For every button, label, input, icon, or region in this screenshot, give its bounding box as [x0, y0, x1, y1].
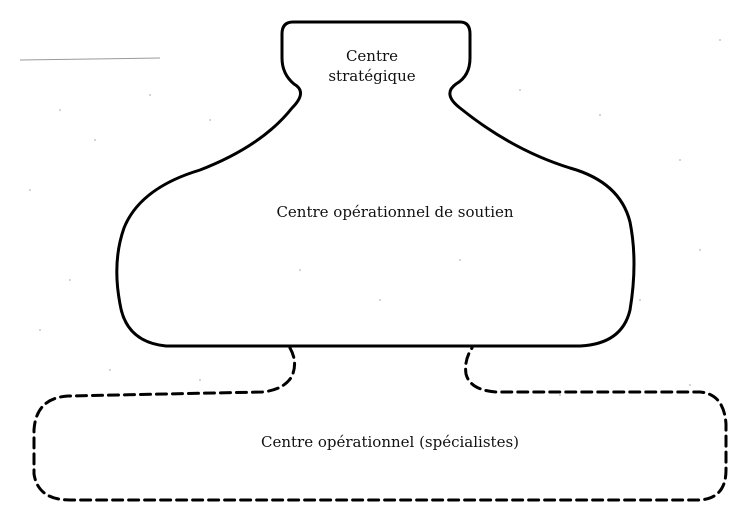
strategic-and-support-outline: [115, 20, 636, 348]
specialists-outline: [32, 346, 728, 502]
scan-speckles: [29, 39, 721, 396]
operational-support-label: Centre opérationnel de soutien: [276, 203, 514, 221]
strategic-apex-label: Centre stratégique: [328, 47, 416, 85]
scan-artifact-line: [19, 57, 161, 61]
operational-specialists-label: Centre opérationnel (spécialistes): [260, 433, 520, 451]
